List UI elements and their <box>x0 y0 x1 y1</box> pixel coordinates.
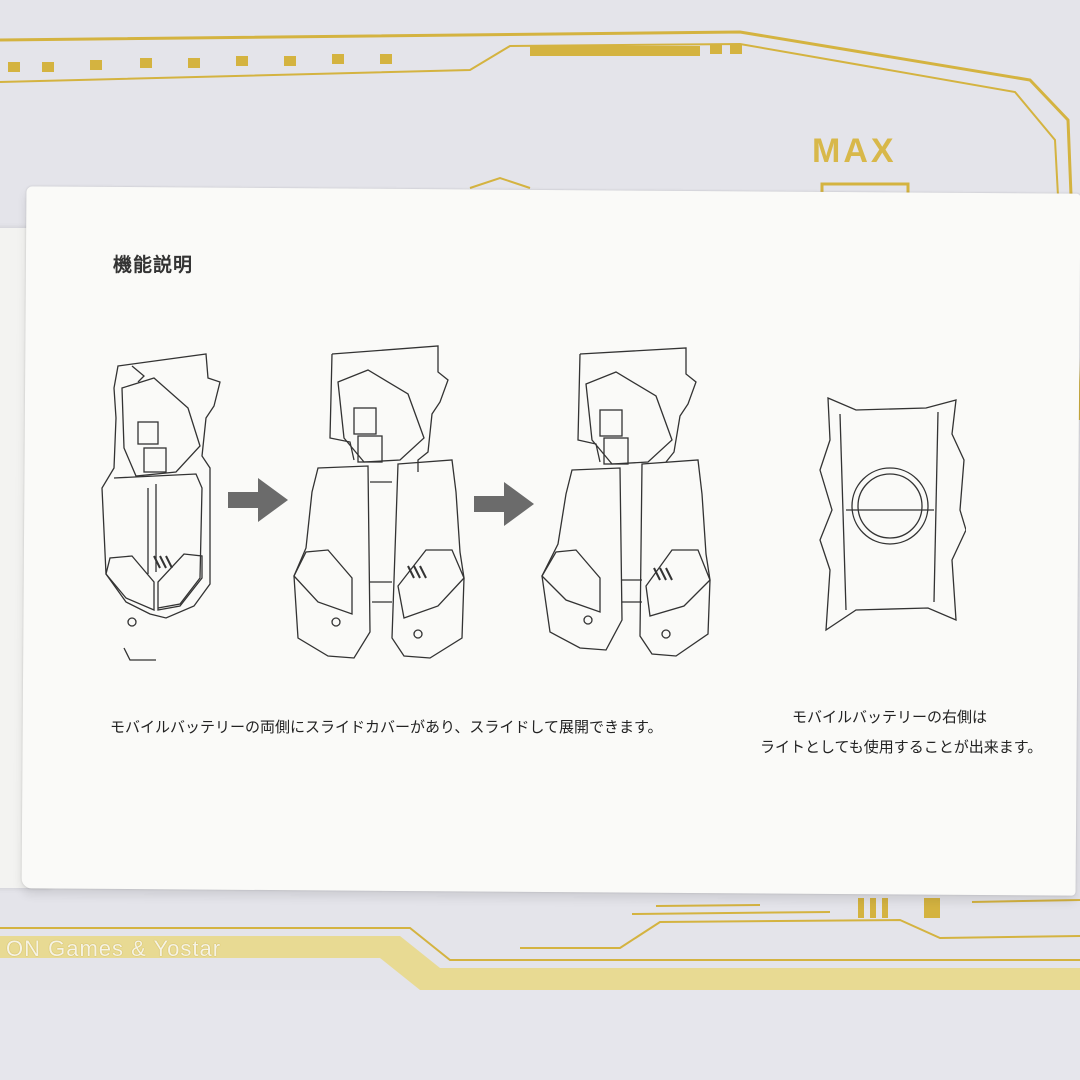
arrow-right-1 <box>228 478 288 522</box>
max-label: MAX <box>812 132 897 170</box>
box-copyright-label: ON Games & Yostar <box>6 936 222 961</box>
arrow-right-2 <box>474 482 534 526</box>
section-title: 機能説明 <box>113 254 194 276</box>
battery-sliding-illustration <box>293 345 465 659</box>
battery-expanded-illustration <box>541 347 711 657</box>
caption-light-line1: モバイルバッテリーの右側は <box>792 708 988 726</box>
caption-slide-covers: モバイルバッテリーの両側にスライドカバーがあり、スライドして展開できます。 <box>110 718 663 736</box>
battery-closed-illustration <box>101 353 221 661</box>
caption-light-line2: ライトとしても使用することが出来ます。 <box>760 738 1043 756</box>
battery-light-side-illustration <box>819 396 966 632</box>
